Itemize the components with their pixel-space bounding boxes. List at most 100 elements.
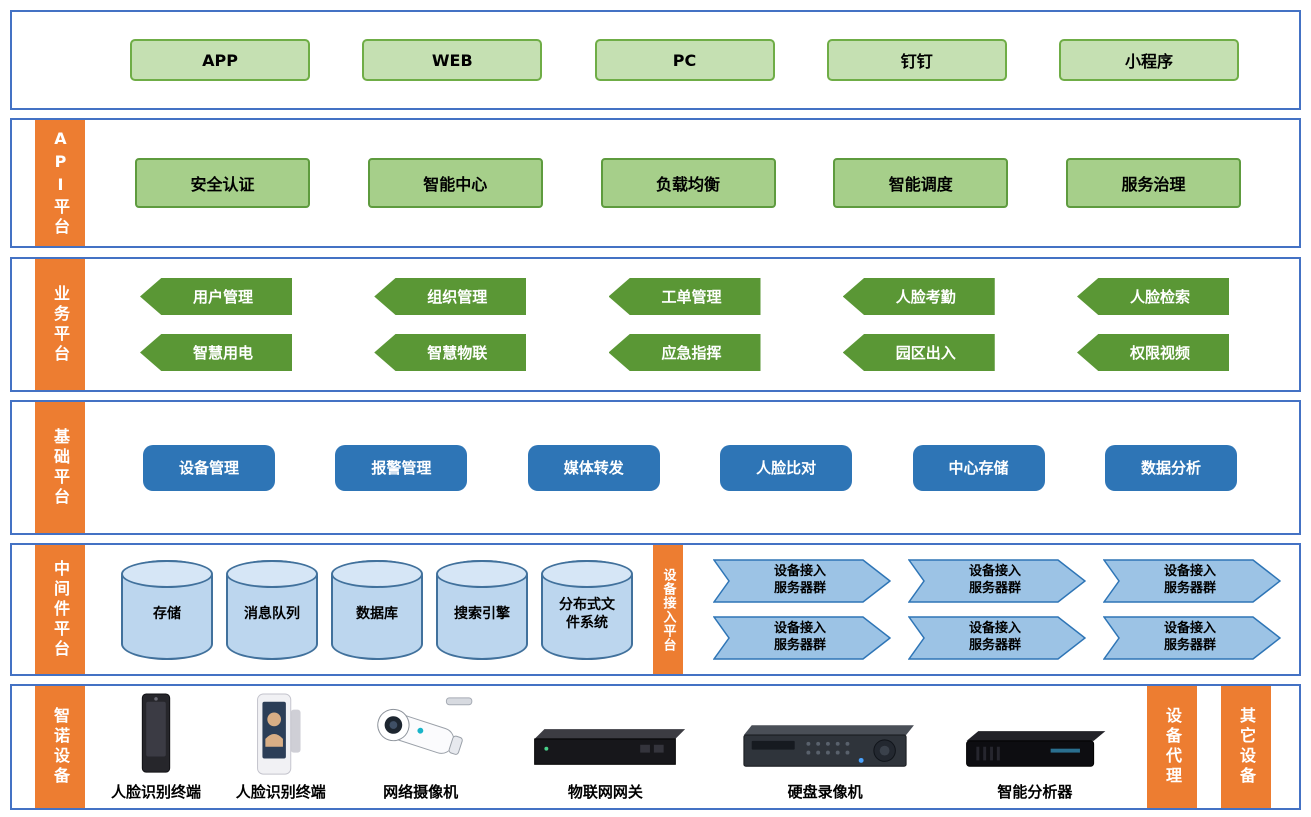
right-arrow-icon xyxy=(1103,616,1281,661)
base-box-media-forward: 媒体转发 xyxy=(527,444,660,491)
cylinder-label: 数据库 xyxy=(356,605,398,622)
iot-gateway-icon xyxy=(534,729,686,765)
device-access-arrow: 设备接入 服务器群 xyxy=(908,558,1086,603)
device-label: 人脸识别终端 xyxy=(111,783,202,801)
device-access-arrow-label: 设备接入 服务器群 xyxy=(773,621,826,654)
device-access-arrow: 设备接入 服务器群 xyxy=(1103,616,1281,661)
biz-arrow-face-retrieval: 人脸检索 xyxy=(1077,278,1229,315)
device-access-arrow-label: 设备接入 服务器群 xyxy=(968,621,1021,654)
biz-arrow-user-mgmt: 用户管理 xyxy=(140,278,292,315)
device-analyzer: 智能分析器 xyxy=(955,692,1115,802)
api-box-security-auth: 安全认证 xyxy=(135,158,310,208)
device-access-arrow-row-2: 设备接入 服务器群 设备接入 服务器群 设备接入 服务器群 xyxy=(713,616,1281,661)
device-label: 硬盘录像机 xyxy=(787,783,863,801)
biz-arrow-smart-iot: 智慧物联 xyxy=(374,334,527,371)
device-row: 人脸识别终端 人脸识别终端 xyxy=(85,686,1135,808)
biz-arrow-org-mgmt: 组织管理 xyxy=(374,278,527,315)
access-box-pc: PC xyxy=(594,39,775,81)
face-terminal-white-icon xyxy=(256,693,301,775)
access-box-miniprogram: 小程序 xyxy=(1059,39,1239,81)
api-box-service-governance: 服务治理 xyxy=(1066,158,1241,208)
dvr-icon xyxy=(743,725,915,767)
device-access-arrow-label: 设备接入 服务器群 xyxy=(773,563,826,596)
biz-arrow-workorder-mgmt: 工单管理 xyxy=(608,278,761,315)
right-arrow-icon xyxy=(713,558,891,603)
device-label: 网络摄像机 xyxy=(383,783,459,801)
device-dvr: 硬盘录像机 xyxy=(730,692,920,802)
api-box-intelligent-scheduling: 智能调度 xyxy=(833,158,1009,208)
layer-business-platform: 业务平台 用户管理 组织管理 工单管理 人脸考勤 人脸检索 智慧用电 智慧物联 … xyxy=(10,257,1301,392)
biz-arrow-face-attendance: 人脸考勤 xyxy=(842,278,995,315)
device-access-arrow: 设备接入 服务器群 xyxy=(713,558,891,603)
base-platform-content: 设备管理 报警管理 媒体转发 人脸比对 中心存储 数据分析 xyxy=(85,402,1299,533)
cylinder-storage: 存储 xyxy=(121,559,213,660)
cylinder-distributed-fs: 分布式文件系统 xyxy=(541,559,633,660)
analyzer-icon xyxy=(966,731,1106,767)
device-access-arrow-label: 设备接入 服务器群 xyxy=(1163,563,1216,596)
cylinder-top-ellipse xyxy=(436,559,528,588)
right-arrow-icon xyxy=(713,616,891,661)
biz-arrow-permission-video: 权限视频 xyxy=(1077,334,1229,371)
base-box-face-compare: 人脸比对 xyxy=(720,444,853,491)
cylinder-label: 消息队列 xyxy=(244,605,300,622)
cylinder-top-ellipse xyxy=(226,559,318,588)
device-access-arrow-label: 设备接入 服务器群 xyxy=(968,563,1021,596)
layer-middleware: 中间件平台 存储 消息队列 数据库 搜索引擎 分布式文件系统 xyxy=(10,543,1301,676)
cylinder-search-engine: 搜索引擎 xyxy=(436,559,528,660)
device-access-arrows: 设备接入 服务器群 设备接入 服务器群 设备接入 服务器群 xyxy=(683,545,1299,674)
biz-arrow-emergency-command: 应急指挥 xyxy=(608,334,761,371)
cylinder-message-queue: 消息队列 xyxy=(226,559,318,660)
right-arrow-icon xyxy=(1103,558,1281,603)
network-camera-icon xyxy=(376,697,472,755)
business-arrow-row-2: 智慧用电 智慧物联 应急指挥 园区出入 权限视频 xyxy=(140,334,1229,371)
device-access-arrow: 设备接入 服务器群 xyxy=(908,616,1086,661)
right-arrow-icon xyxy=(908,558,1086,603)
biz-arrow-smart-power: 智慧用电 xyxy=(140,334,292,371)
zhino-device-tab: 智诺设备 xyxy=(35,686,85,808)
cylinder-top-ellipse xyxy=(541,559,633,588)
api-box-intelligent-center: 智能中心 xyxy=(367,158,543,208)
cylinder-label: 分布式文件系统 xyxy=(559,597,615,631)
right-arrow-icon xyxy=(908,616,1086,661)
device-iot-gateway: 物联网网关 xyxy=(515,692,695,802)
device-access-arrow-row-1: 设备接入 服务器群 设备接入 服务器群 设备接入 服务器群 xyxy=(713,558,1281,603)
layer-devices: 智诺设备 人脸识别终端 人脸识别终端 xyxy=(10,684,1301,810)
face-terminal-dark-icon xyxy=(141,693,171,773)
base-box-alarm-mgmt: 报警管理 xyxy=(335,444,468,491)
access-box-app: APP xyxy=(130,39,310,81)
device-label: 智能分析器 xyxy=(997,783,1073,801)
other-device-tab: 其它设备 xyxy=(1221,686,1271,808)
cylinder-database: 数据库 xyxy=(331,559,423,660)
base-box-device-mgmt: 设备管理 xyxy=(143,444,275,491)
layer-api-platform: API平台 安全认证 智能中心 负载均衡 智能调度 服务治理 xyxy=(10,118,1301,248)
layer-base-platform: 基础平台 设备管理 报警管理 媒体转发 人脸比对 中心存储 数据分析 xyxy=(10,400,1301,535)
device-network-camera: 网络摄像机 xyxy=(361,692,481,802)
api-box-load-balancing: 负载均衡 xyxy=(600,158,776,208)
cylinder-label: 搜索引擎 xyxy=(454,605,510,622)
cylinder-top-ellipse xyxy=(121,559,213,588)
device-access-arrow: 设备接入 服务器群 xyxy=(1103,558,1281,603)
layer-access: APP WEB PC 钉钉 小程序 xyxy=(10,10,1301,110)
device-access-arrow-label: 设备接入 服务器群 xyxy=(1163,621,1216,654)
device-access-arrow: 设备接入 服务器群 xyxy=(713,616,891,661)
access-box-dingtalk: 钉钉 xyxy=(826,39,1007,81)
base-box-central-storage: 中心存储 xyxy=(912,444,1045,491)
device-access-platform-tab: 设备接入平台 xyxy=(653,545,683,674)
device-label: 物联网网关 xyxy=(567,783,643,801)
device-proxy-tab: 设备代理 xyxy=(1147,686,1197,808)
cylinder-top-ellipse xyxy=(331,559,423,588)
access-box-web: WEB xyxy=(362,39,543,81)
base-platform-tab: 基础平台 xyxy=(35,402,85,533)
business-platform-content: 用户管理 组织管理 工单管理 人脸考勤 人脸检索 智慧用电 智慧物联 应急指挥 … xyxy=(85,259,1299,390)
business-platform-tab: 业务平台 xyxy=(35,259,85,390)
api-platform-content: 安全认证 智能中心 负载均衡 智能调度 服务治理 xyxy=(85,120,1299,246)
api-platform-tab: API平台 xyxy=(35,120,85,246)
middleware-cylinders: 存储 消息队列 数据库 搜索引擎 分布式文件系统 xyxy=(85,545,653,674)
biz-arrow-campus-access: 园区出入 xyxy=(842,334,995,371)
cylinder-label: 存储 xyxy=(153,605,181,622)
device-label: 人脸识别终端 xyxy=(235,783,326,801)
device-face-terminal-2: 人脸识别终端 xyxy=(236,692,326,802)
device-face-terminal-1: 人脸识别终端 xyxy=(111,692,201,802)
business-arrow-row-1: 用户管理 组织管理 工单管理 人脸考勤 人脸检索 xyxy=(140,278,1229,315)
